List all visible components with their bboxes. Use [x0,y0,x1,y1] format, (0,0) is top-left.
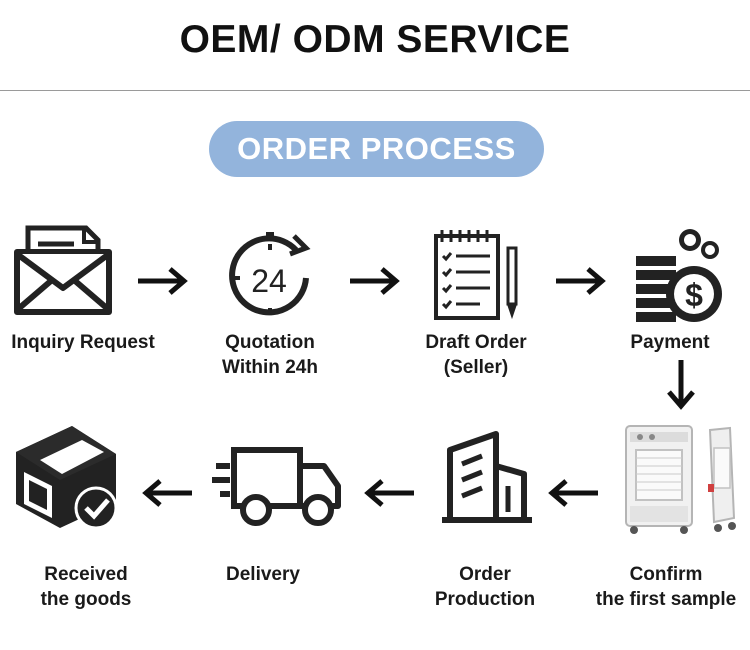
notepad-pen-icon [434,230,518,320]
arrow-down-icon [667,360,695,410]
coins-dollar-icon: $ [636,229,722,322]
arrow-left-icon [142,479,192,507]
page-title: OEM/ ODM SERVICE [179,18,571,61]
arrow-right-icon [138,267,188,295]
order-process-badge: ORDER PROCESS [209,121,544,177]
step-label-inquiry: Inquiry Request [11,332,155,353]
step-label-delivery: Delivery [226,564,300,585]
step-label-confirm-sample: Confirm the first sample [595,564,737,610]
envelope-icon [14,225,112,315]
header-divider [0,90,750,91]
arrow-left-icon [364,479,414,507]
arrow-right-icon [556,267,606,295]
step-label-received: Received the goods [40,564,132,610]
step-label-order-production: Order Production [434,564,536,610]
clock-24-text: 24 [251,263,287,299]
arrow-left-icon [548,479,598,507]
arrow-right-icon [350,267,400,295]
step-label-payment: Payment [630,332,710,353]
truck-icon [212,447,341,526]
heater-sample-photo [625,425,736,534]
step-label-draft-order: Draft Order (Seller) [425,332,527,378]
box-checkmark-icon [16,426,118,530]
clock-24-icon: 24 [229,232,311,316]
svg-text:$: $ [685,277,703,313]
step-label-quotation: Quotation Within 24h [222,332,318,378]
factory-building-icon [442,431,532,523]
